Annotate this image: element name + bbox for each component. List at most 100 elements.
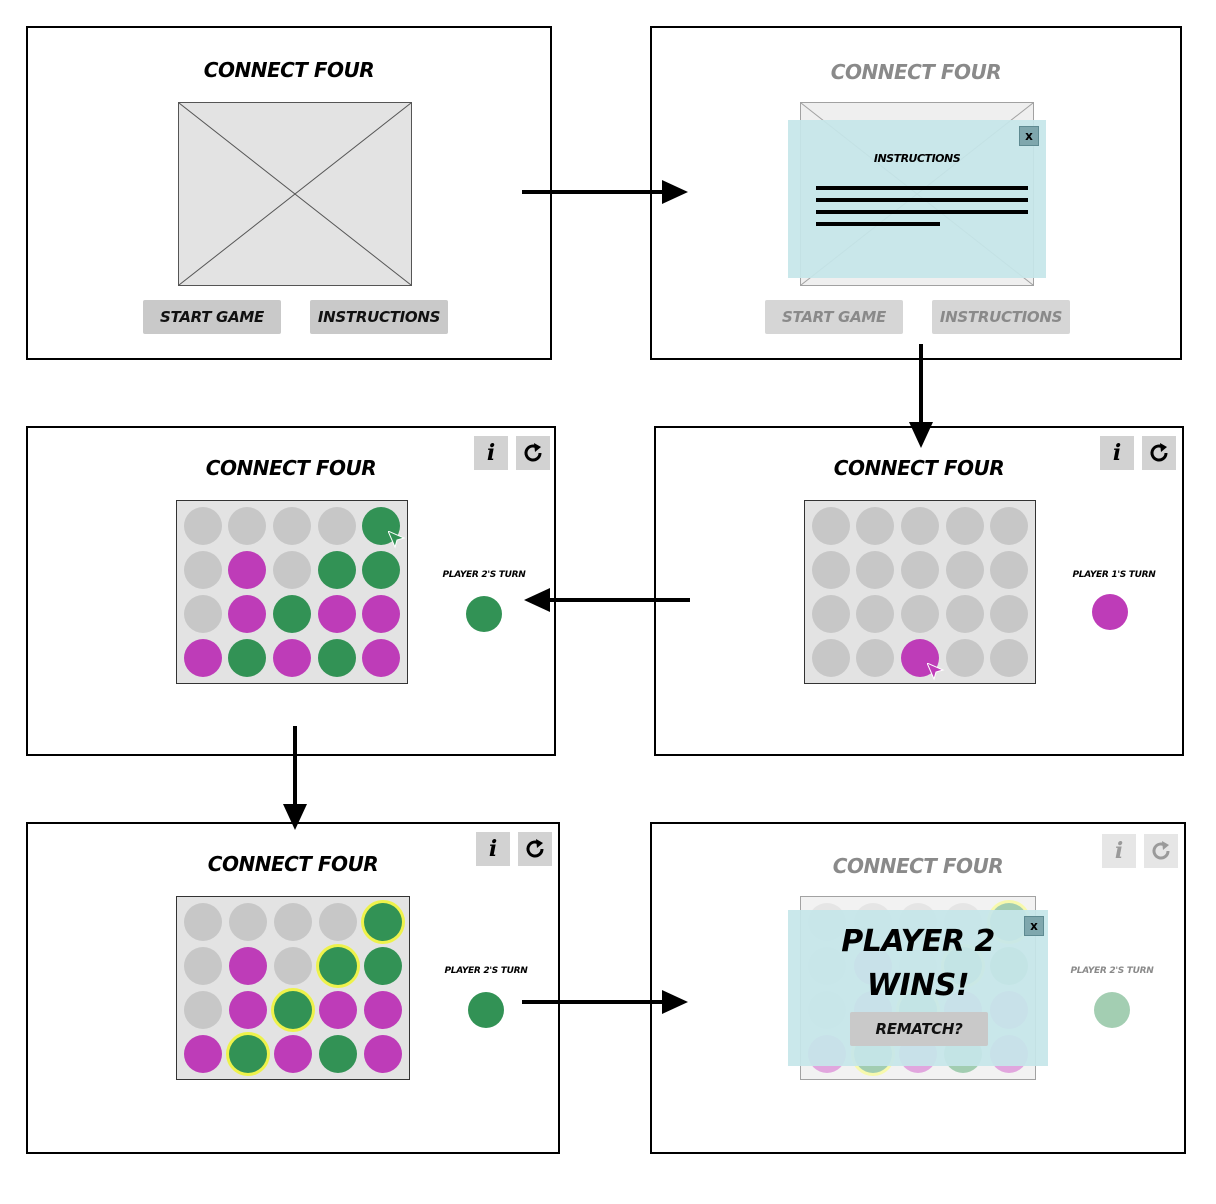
close-icon[interactable]: x xyxy=(1024,916,1044,936)
board-cell[interactable] xyxy=(183,639,222,677)
board-cell[interactable] xyxy=(183,551,222,589)
board-cell[interactable] xyxy=(274,947,312,985)
arrow-right-icon xyxy=(522,180,688,204)
board-cell[interactable] xyxy=(184,947,222,985)
page-title: CONNECT FOUR xyxy=(833,456,1005,480)
page-title: CONNECT FOUR xyxy=(832,854,1004,878)
board-cell[interactable] xyxy=(274,991,312,1029)
turn-indicator-label: PLAYER 2'S TURN xyxy=(442,570,526,580)
board-cell[interactable] xyxy=(183,595,222,633)
restart-button[interactable] xyxy=(518,832,552,866)
restart-button[interactable] xyxy=(516,436,550,470)
current-player-token xyxy=(1094,992,1130,1028)
screen-title: CONNECT FOUR START GAME INSTRUCTIONS xyxy=(26,26,552,360)
board-cell[interactable] xyxy=(319,991,357,1029)
restart-icon xyxy=(1152,841,1170,860)
turn-indicator-label: PLAYER 2'S TURN xyxy=(444,966,528,976)
board-cell[interactable] xyxy=(990,595,1029,633)
board-cell[interactable] xyxy=(945,595,984,633)
page-title: CONNECT FOUR xyxy=(203,58,375,82)
restart-button xyxy=(1144,834,1178,868)
restart-button[interactable] xyxy=(1142,436,1176,470)
board-cell[interactable] xyxy=(319,1035,357,1073)
board-cell[interactable] xyxy=(229,1035,267,1073)
page-title: CONNECT FOUR xyxy=(207,852,379,876)
board-cell[interactable] xyxy=(856,507,895,545)
board-cell[interactable] xyxy=(362,639,401,677)
board-cell[interactable] xyxy=(362,551,401,589)
board-cell[interactable] xyxy=(317,595,356,633)
board-cell[interactable] xyxy=(229,991,267,1029)
board-cell[interactable] xyxy=(273,551,311,589)
board-cell[interactable] xyxy=(856,595,895,633)
game-board xyxy=(176,500,408,684)
board-cell[interactable] xyxy=(364,1035,402,1073)
board-cell[interactable] xyxy=(184,991,222,1029)
close-icon[interactable]: x xyxy=(1019,126,1039,146)
board-cell[interactable] xyxy=(811,551,850,589)
board-cell[interactable] xyxy=(856,551,895,589)
board-cell[interactable] xyxy=(990,507,1029,545)
board-cell[interactable] xyxy=(319,947,357,985)
arrow-down-icon xyxy=(909,344,933,448)
board-cell[interactable] xyxy=(945,507,984,545)
start-game-button: START GAME xyxy=(765,300,903,334)
turn-indicator-label: PLAYER 2'S TURN xyxy=(1070,966,1154,976)
board-cell[interactable] xyxy=(364,903,402,941)
board-cell[interactable] xyxy=(228,639,267,677)
board-cell[interactable] xyxy=(317,551,356,589)
board-cell[interactable] xyxy=(184,1035,222,1073)
board-cell[interactable] xyxy=(317,507,356,545)
board-cell[interactable] xyxy=(229,903,267,941)
board-cell[interactable] xyxy=(183,507,222,545)
board-cell[interactable] xyxy=(317,639,356,677)
arrow-right-icon xyxy=(522,990,688,1014)
board-cell[interactable] xyxy=(945,639,984,677)
board-cell[interactable] xyxy=(274,1035,312,1073)
board-cell[interactable] xyxy=(273,639,311,677)
board-cell[interactable] xyxy=(319,903,357,941)
info-button[interactable]: i xyxy=(476,832,510,866)
info-button[interactable]: i xyxy=(474,436,508,470)
image-placeholder xyxy=(178,102,412,286)
screen-player1-turn: CONNECT FOUR i PLAYER 1'S TURN xyxy=(654,426,1184,756)
board-cell[interactable] xyxy=(364,991,402,1029)
board-cell[interactable] xyxy=(811,639,850,677)
start-game-button[interactable]: START GAME xyxy=(143,300,281,334)
info-icon: i xyxy=(1114,838,1124,864)
rematch-button[interactable]: REMATCH? xyxy=(850,1012,988,1046)
board-cell[interactable] xyxy=(945,551,984,589)
board-cell[interactable] xyxy=(990,551,1029,589)
screen-win: CONNECT FOUR i PLAYER 2'S TURN x PLAYER … xyxy=(650,822,1186,1154)
board-cell[interactable] xyxy=(901,595,939,633)
board-cell[interactable] xyxy=(811,507,850,545)
info-button[interactable]: i xyxy=(1100,436,1134,470)
turn-indicator-label: PLAYER 1'S TURN xyxy=(1072,570,1156,580)
page-title: CONNECT FOUR xyxy=(205,456,377,480)
board-cell[interactable] xyxy=(184,903,222,941)
board-cell[interactable] xyxy=(228,507,267,545)
board-cell[interactable] xyxy=(273,595,311,633)
board-cell[interactable] xyxy=(811,595,850,633)
board-cell[interactable] xyxy=(273,507,311,545)
board-cell[interactable] xyxy=(364,947,402,985)
screen-player2-turn: CONNECT FOUR i PLAYER 2'S TURN xyxy=(26,426,556,756)
board-cell[interactable] xyxy=(362,595,401,633)
board-cell[interactable] xyxy=(990,639,1029,677)
board-cell[interactable] xyxy=(228,595,267,633)
restart-icon xyxy=(524,443,542,462)
board-cell[interactable] xyxy=(856,639,895,677)
info-icon: i xyxy=(488,836,498,862)
page-title: CONNECT FOUR xyxy=(830,60,1002,84)
instructions-button[interactable]: INSTRUCTIONS xyxy=(310,300,448,334)
instructions-button: INSTRUCTIONS xyxy=(932,300,1070,334)
cursor-icon xyxy=(388,531,406,549)
board-cell[interactable] xyxy=(228,551,267,589)
game-board xyxy=(176,896,410,1080)
board-cell[interactable] xyxy=(901,507,939,545)
restart-icon xyxy=(526,839,544,858)
board-cell[interactable] xyxy=(274,903,312,941)
win-modal: x PLAYER 2 WINS! REMATCH? xyxy=(788,910,1048,1066)
board-cell[interactable] xyxy=(901,551,939,589)
board-cell[interactable] xyxy=(229,947,267,985)
